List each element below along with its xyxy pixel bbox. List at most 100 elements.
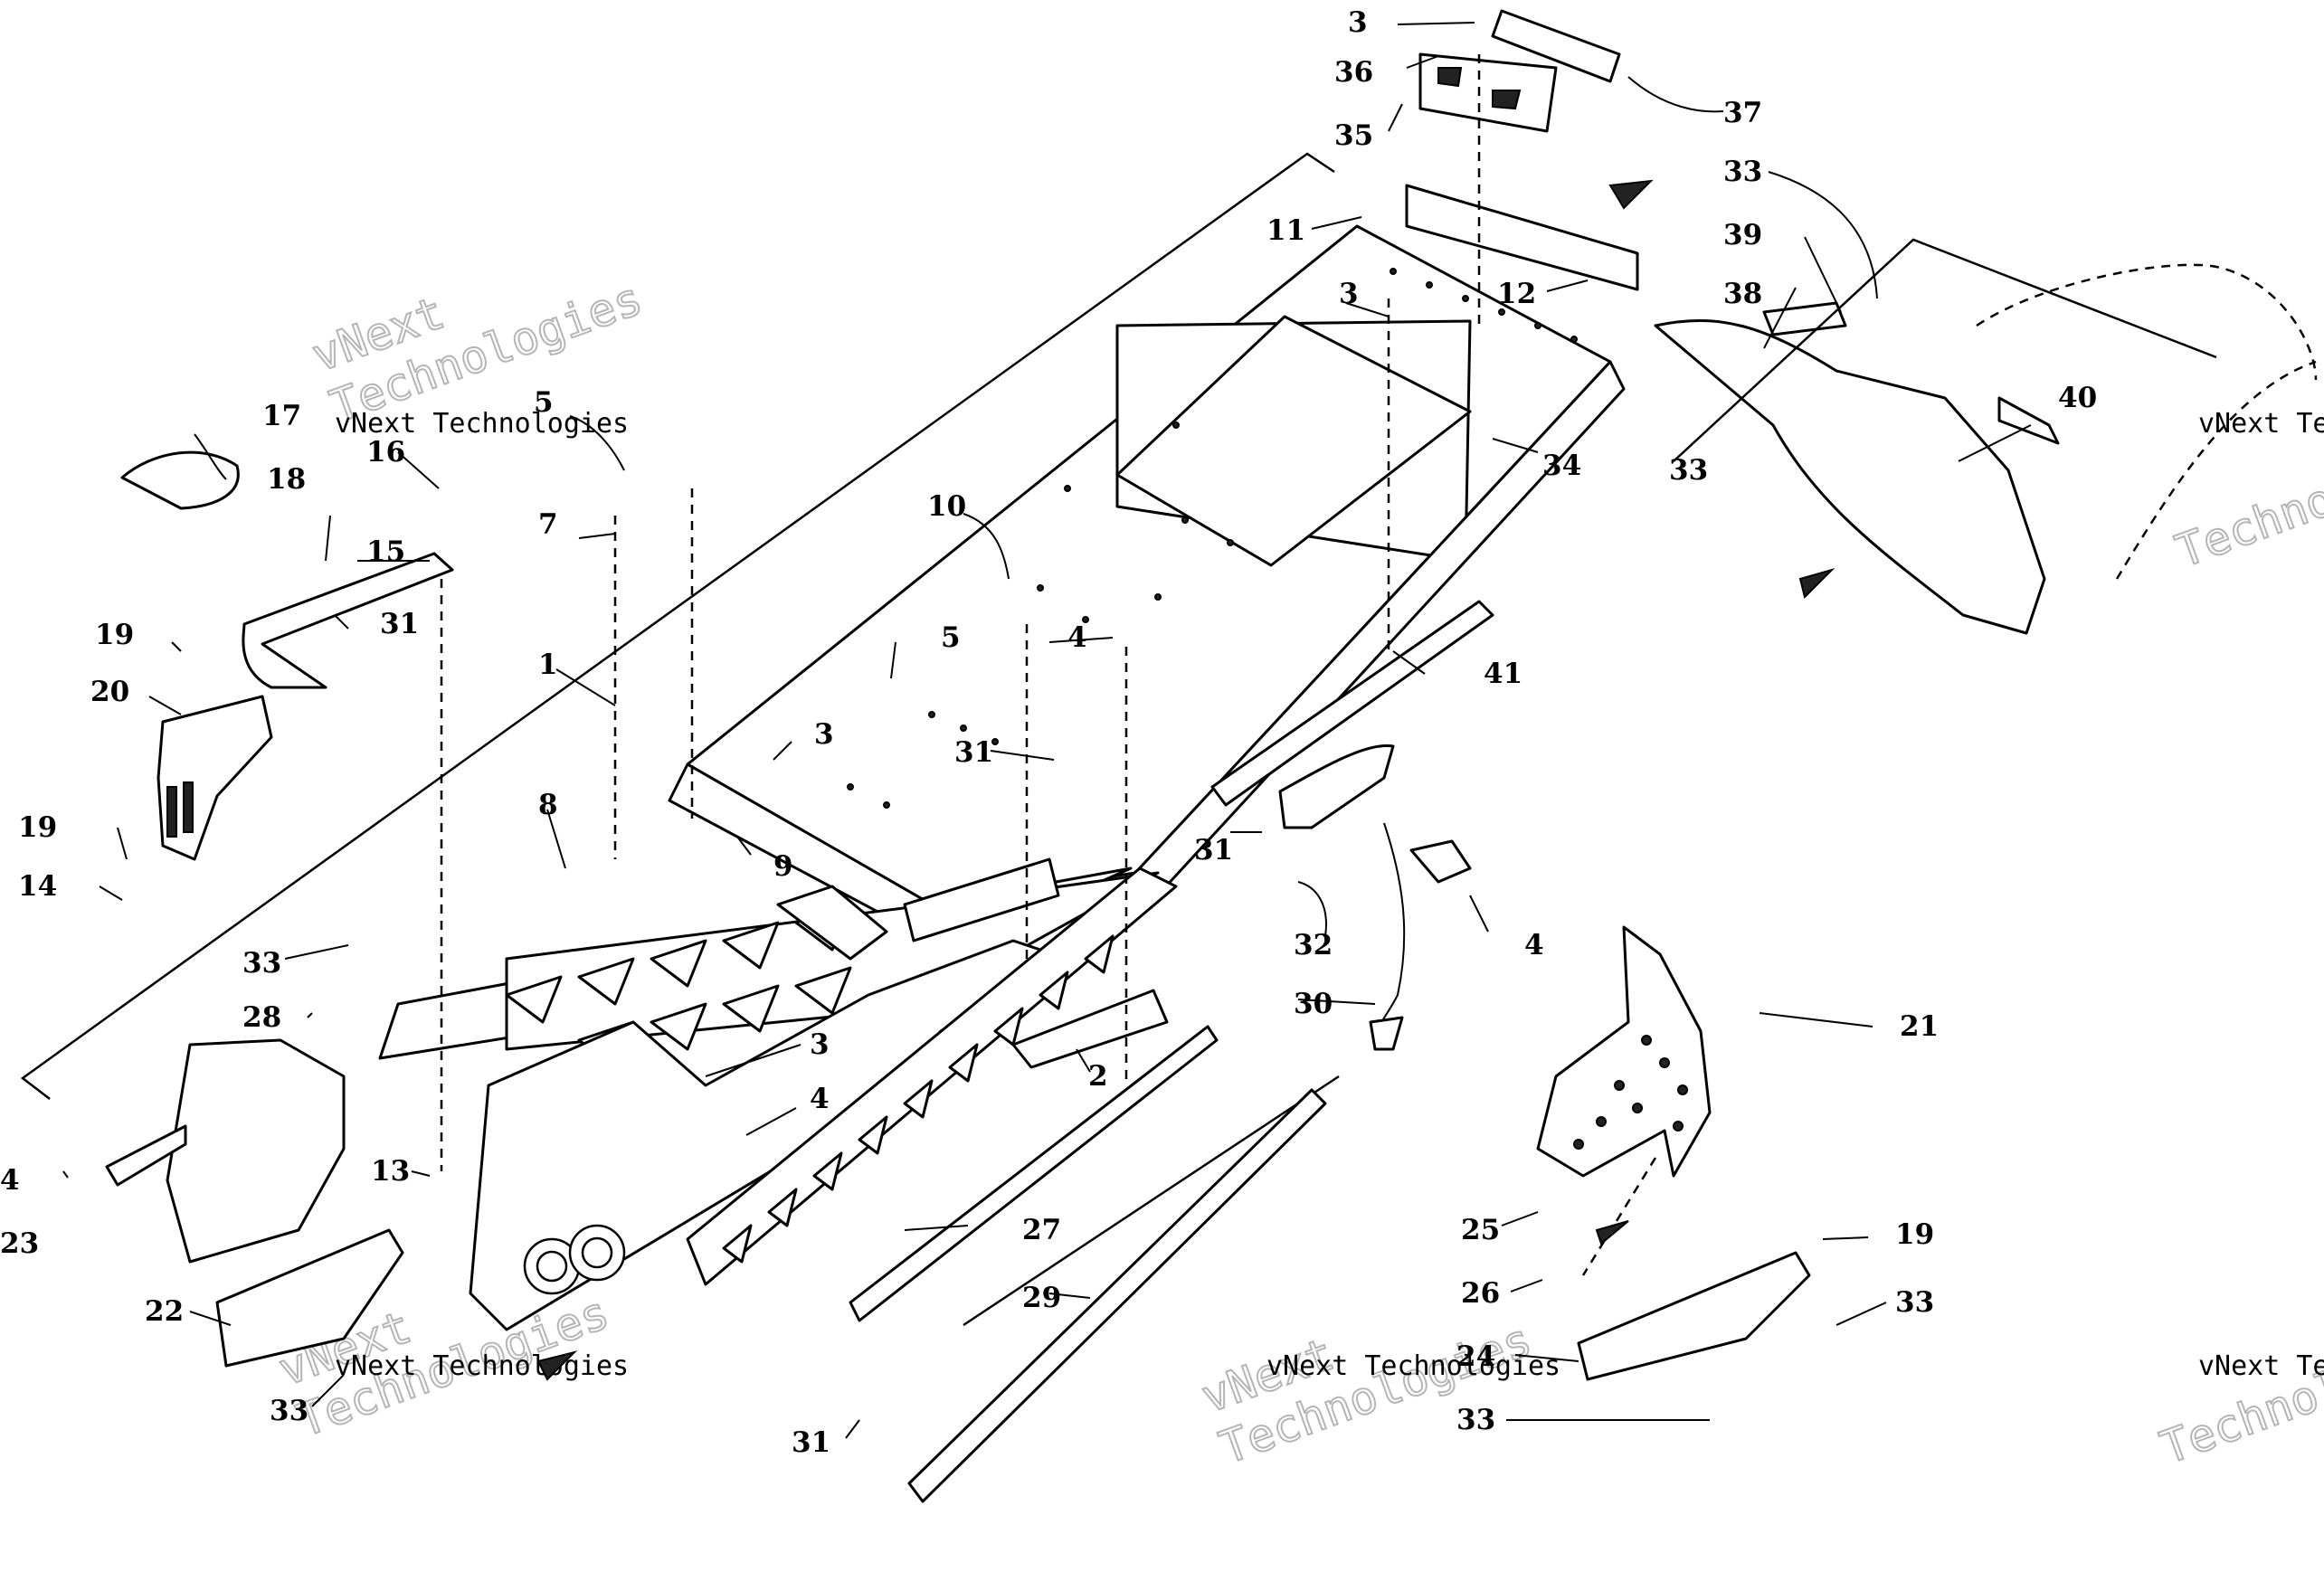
watermark-text-c: vNext Technologies [2198, 408, 2324, 440]
callout-30: 30 [1294, 988, 1333, 1020]
callout-3a: 3 [1348, 6, 1368, 39]
tunnel-rivets [847, 268, 1578, 809]
callout-10: 10 [927, 490, 966, 523]
tunnel-center-bracket [776, 885, 888, 961]
callout-19a: 19 [95, 619, 134, 651]
footrest-group [1536, 925, 1811, 1381]
leader-lines [62, 22, 2032, 1439]
part-22-footrest [215, 1228, 404, 1368]
assembly-boundary-lower [963, 1075, 1340, 1327]
dash-footrest [1581, 1157, 1657, 1276]
part-30-buckle [1369, 1016, 1404, 1051]
callout-15: 15 [366, 535, 405, 568]
callout-38: 38 [1723, 278, 1762, 310]
watermark-text-a: vNext Technologies [335, 408, 629, 440]
callout-17: 17 [262, 400, 301, 432]
chassis-round-holes [523, 1224, 626, 1295]
part-4-mount [1409, 839, 1472, 884]
callout-26: 26 [1461, 1277, 1500, 1310]
rear-hitch-group [1405, 9, 1639, 291]
callout-33e: 33 [270, 1395, 308, 1427]
part-12-rail [1405, 184, 1639, 291]
callout-28: 28 [242, 1001, 281, 1034]
watermark-outline-e: Technologies [2169, 417, 2324, 578]
callout-8: 8 [538, 789, 558, 821]
left-side-frame [378, 867, 1160, 1331]
callout-4a: 4 [1067, 621, 1087, 654]
part-29-tube [907, 1088, 1327, 1503]
callout-39: 39 [1723, 219, 1762, 251]
callout-5b: 5 [941, 621, 961, 654]
callout-29: 29 [1022, 1282, 1061, 1314]
direction-arrows [536, 179, 1835, 1381]
part-30-strap [1374, 822, 1406, 1037]
callout-22: 22 [145, 1295, 184, 1328]
callout-21: 21 [1900, 1010, 1939, 1043]
callout-9: 9 [773, 850, 793, 883]
callout-11: 11 [1266, 214, 1305, 247]
callout-41: 41 [1484, 658, 1522, 690]
part-21-footplate [1536, 925, 1712, 1178]
callout-24: 24 [1456, 1340, 1495, 1373]
callout-37: 37 [1723, 97, 1762, 129]
assembly-dashes [440, 54, 1657, 1276]
callout-33d: 33 [1895, 1286, 1934, 1319]
callout-32: 32 [1294, 929, 1333, 961]
part-32-bracket [1278, 743, 1395, 829]
part-2-bracket [1011, 989, 1169, 1069]
callout-5a: 5 [534, 386, 554, 419]
callout-18: 18 [267, 463, 306, 496]
strap-group [1278, 743, 1472, 1051]
assembly-boundary-upper [20, 152, 1335, 1100]
part-41-rail [1210, 600, 1494, 807]
watermark-text-d: vNext Technologies [335, 1350, 629, 1382]
watermark-text-f: vNext Technologies [2198, 1350, 2324, 1382]
bumper-guide-line [1673, 238, 2217, 462]
footplate-holes [1573, 1035, 1688, 1150]
part-27-slide [849, 1025, 1219, 1322]
callout-4c: 4 [810, 1083, 830, 1115]
right-side-frame [686, 857, 1178, 1286]
watermark-upper-left: vNext Technologies [304, 271, 650, 434]
callout-34: 34 [1542, 450, 1581, 482]
callout-7: 7 [538, 508, 558, 541]
callout-40: 40 [2058, 382, 2097, 414]
watermark-outline-j: Technologies [2154, 1313, 2324, 1474]
callout-16: 16 [366, 436, 405, 469]
part-40-reflector [1997, 396, 2060, 445]
callout-27: 27 [1022, 1214, 1061, 1246]
part-36-windows [1437, 67, 1522, 110]
callout-35: 35 [1334, 119, 1373, 152]
arrow-left-lower [536, 1350, 578, 1381]
callout-1: 1 [538, 649, 558, 681]
rail-group [849, 600, 1494, 1503]
tunnel-access-panel [1115, 315, 1472, 567]
callout-31a: 31 [380, 608, 419, 640]
callout-3c: 3 [814, 718, 834, 751]
watermark-lower-right: Technologies [2153, 1312, 2324, 1475]
callout-23: 23 [0, 1227, 39, 1260]
callout-20: 20 [90, 676, 129, 708]
callout-13: 13 [371, 1155, 410, 1188]
arrow-right [1798, 567, 1835, 599]
callout-36: 36 [1334, 56, 1373, 89]
part-15-grab-bar [242, 552, 454, 689]
dashed-bumper-top [1976, 263, 2318, 381]
callout-33c: 33 [242, 947, 281, 980]
callout-25: 25 [1461, 1214, 1500, 1246]
part-38-flap [1654, 318, 2046, 635]
arrow-upper [1608, 179, 1654, 210]
part-39-decal [1762, 301, 1847, 336]
part-36-hitch-bracket [1418, 52, 1558, 133]
part-23-bracket [105, 1124, 187, 1187]
part-20-slots [166, 781, 194, 838]
callout-33f: 33 [1456, 1404, 1495, 1436]
tunnel-upper-rail [903, 857, 1060, 942]
left-frame-bracket [166, 1038, 346, 1264]
callout-19c: 19 [1895, 1218, 1934, 1251]
arrow-footrest [1595, 1220, 1629, 1245]
watermark-text-e: vNext Technologies [1266, 1350, 1560, 1382]
part-24-footrest [1577, 1251, 1811, 1381]
callout-12: 12 [1497, 278, 1536, 310]
